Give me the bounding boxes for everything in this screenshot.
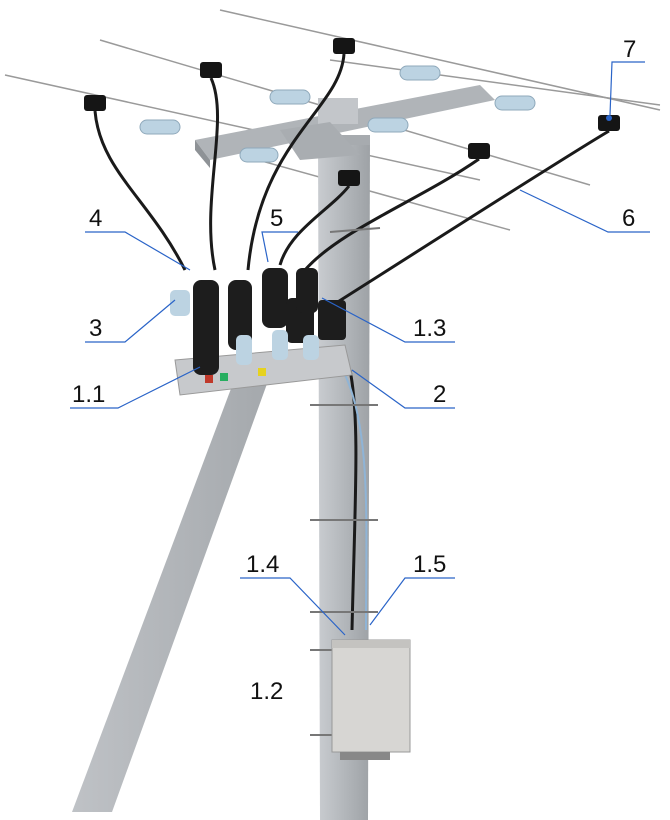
label-6: 6 [622,205,636,232]
overhead-wires [4,9,661,231]
piercing-clamps [84,38,620,186]
recloser-unit [170,268,353,396]
label-1-2: 1.2 [250,678,284,705]
leader-lines [70,61,650,636]
connection-cables [93,53,610,631]
label-1-5: 1.5 [413,551,447,578]
label-4: 4 [89,205,103,232]
label-7: 7 [623,36,637,63]
label-1-1: 1.1 [72,381,106,408]
control-cabinet [331,639,411,760]
label-2: 2 [433,381,447,408]
label-1-3: 1.3 [413,315,447,342]
label-3: 3 [89,315,103,342]
pole-strut [72,370,272,812]
line-insulators [139,65,536,163]
label-1-4: 1.4 [246,551,280,578]
label-5: 5 [270,205,284,232]
